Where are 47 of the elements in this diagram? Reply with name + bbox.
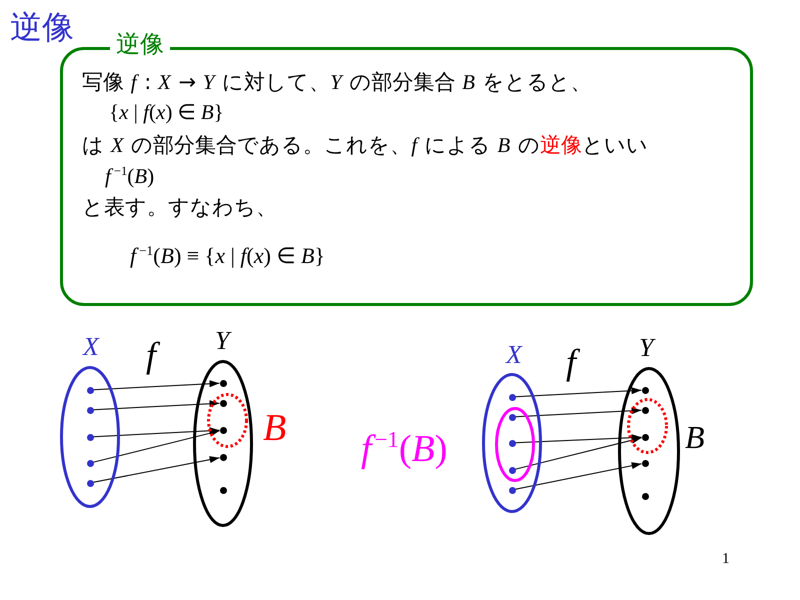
- arrow: [515, 434, 642, 444]
- arrow: [92, 456, 220, 483]
- preimage-label: f$^{−1}$(B): [360, 430, 448, 468]
- dot-icon: [642, 434, 648, 440]
- dot-icon: [508, 486, 516, 494]
- dot-icon: [508, 394, 516, 400]
- arrow: [93, 400, 220, 410]
- dot-icon: [220, 400, 226, 406]
- dot-icon: [86, 460, 94, 466]
- arrow: [92, 430, 220, 463]
- dot-icon: [220, 486, 226, 494]
- dot-icon: [642, 460, 648, 466]
- dot-icon: [508, 440, 516, 446]
- set-label: X: [81, 334, 101, 360]
- dot-icon: [86, 434, 94, 440]
- function-label: f: [564, 344, 580, 380]
- math-formula: f$^{−1}$(B): [105, 164, 156, 190]
- page-number: 1: [721, 552, 730, 567]
- dot-icon: [642, 492, 648, 500]
- function-label: f: [144, 337, 160, 373]
- subset-label: B: [684, 421, 706, 453]
- arrow: [515, 407, 642, 418]
- dot-icon: [86, 386, 94, 394]
- math-formula: {x | f(x) ∈ B}: [109, 100, 225, 126]
- arrow: [93, 380, 220, 390]
- dot-icon: [508, 414, 516, 420]
- dot-icon: [508, 466, 516, 474]
- arrow: [514, 462, 642, 490]
- dot-icon: [642, 386, 648, 394]
- dot-icon: [220, 454, 226, 460]
- dot-icon: [86, 406, 94, 414]
- set-label: Y: [637, 335, 658, 361]
- set-label: X: [504, 342, 524, 368]
- dot-icon: [642, 406, 648, 414]
- dot-icon: [220, 380, 226, 386]
- set-label: Y: [213, 328, 234, 354]
- math-formula: f$^{−1}$(B) ≡ {x | f(x) ∈ B}: [130, 243, 326, 270]
- dot-icon: [86, 480, 94, 486]
- dot-icon: [220, 426, 226, 434]
- definition-text: 写像 f : X → Y に対して、Y の部分集合 B をとると、: [82, 70, 592, 96]
- arrow: [515, 387, 642, 398]
- subset-label: B: [262, 409, 288, 447]
- definition-text: は X の部分集合である。これを、f による B の逆像といい: [82, 133, 648, 158]
- definition-text: と表す。すなわち、: [82, 195, 277, 220]
- slide-title: 逆像: [10, 10, 74, 46]
- arrow: [514, 436, 642, 470]
- arrow: [93, 427, 220, 438]
